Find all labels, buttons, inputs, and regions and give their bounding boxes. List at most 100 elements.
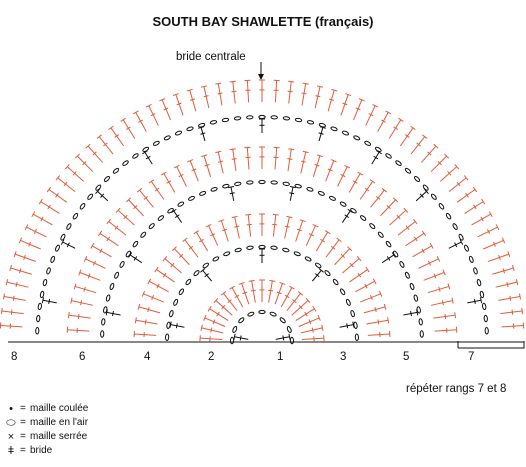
double-crochet-bar xyxy=(250,289,256,292)
double-crochet-top xyxy=(200,268,206,273)
double-crochet-top xyxy=(67,312,70,319)
double-crochet-top xyxy=(436,256,441,262)
diagram-title: SOUTH BAY SHAWLETTE (français) xyxy=(152,14,374,29)
double-crochet-top xyxy=(288,333,291,340)
double-crochet-top xyxy=(85,143,91,149)
double-crochet-bar xyxy=(292,299,297,304)
double-crochet-bar xyxy=(301,92,307,95)
double-crochet-stitch xyxy=(363,306,386,314)
double-crochet-stitch xyxy=(203,86,210,109)
double-crochet-stitch xyxy=(170,324,185,328)
double-crochet-top xyxy=(357,171,364,176)
double-crochet-bar xyxy=(188,245,194,250)
double-crochet-bar xyxy=(352,180,358,184)
chain-stitch xyxy=(395,160,402,166)
double-crochet-stitch xyxy=(200,127,206,142)
row-number-1: 1 xyxy=(277,351,284,363)
double-crochet-bar xyxy=(189,98,196,101)
double-crochet-stitch xyxy=(62,241,76,249)
double-crochet-bar xyxy=(438,286,441,292)
chain-stitch xyxy=(438,203,445,210)
chain-stitch xyxy=(422,184,429,191)
row-number-7: 7 xyxy=(468,351,475,363)
double-crochet-bar xyxy=(175,323,178,329)
double-crochet-bar xyxy=(268,289,274,292)
double-crochet-stitch xyxy=(139,189,154,208)
double-crochet-bar xyxy=(282,335,285,341)
stitch-layer xyxy=(0,79,525,345)
double-crochet-bar xyxy=(234,294,240,298)
double-crochet-bar xyxy=(473,298,476,304)
chain-stitch xyxy=(483,314,488,323)
double-crochet-bar xyxy=(413,236,418,242)
double-crochet-top xyxy=(95,188,100,194)
double-crochet-bar xyxy=(143,195,149,200)
double-crochet-stitch xyxy=(327,90,335,112)
double-crochet-bar xyxy=(308,319,312,325)
chain-icon: ⬭ xyxy=(6,417,16,429)
chain-stitch xyxy=(178,288,185,296)
double-crochet-top xyxy=(447,283,451,290)
double-crochet-bar xyxy=(373,155,379,160)
chain-stitch xyxy=(50,255,56,263)
double-crochet-bar xyxy=(217,92,223,95)
double-crochet-bar xyxy=(456,181,461,187)
double-crochet-stitch xyxy=(234,216,240,239)
double-crochet-top xyxy=(422,134,428,139)
double-crochet-top xyxy=(182,237,188,243)
double-crochet-bar xyxy=(147,307,150,313)
double-crochet-bar xyxy=(304,311,308,317)
chain-stitch xyxy=(210,187,218,192)
double-crochet-top xyxy=(108,125,114,131)
double-crochet-top xyxy=(220,291,227,296)
double-crochet-stitch xyxy=(42,299,57,304)
double-crochet-bar xyxy=(178,253,184,258)
double-crochet-top xyxy=(317,315,321,321)
double-crochet-top xyxy=(286,215,293,219)
chain-stitch xyxy=(234,181,242,187)
double-crochet-stitch xyxy=(163,173,176,193)
legend-item-single-crochet: × = maille serrée xyxy=(2,430,88,444)
double-crochet-bar xyxy=(231,90,237,93)
double-crochet-stitch xyxy=(99,232,119,247)
double-crochet-bar xyxy=(287,158,293,160)
double-crochet-top xyxy=(5,279,9,286)
double-crochet-top xyxy=(312,223,319,228)
double-crochet-top xyxy=(64,164,70,170)
double-crochet-bar xyxy=(55,192,59,198)
double-crochet-bar xyxy=(210,233,216,237)
double-crochet-top xyxy=(148,179,155,184)
double-crochet-stitch xyxy=(15,253,37,262)
chain-stitch xyxy=(385,153,392,159)
double-crochet-bar xyxy=(298,304,303,310)
double-crochet-bar xyxy=(437,161,442,166)
double-crochet-top xyxy=(392,197,399,203)
double-crochet-bar xyxy=(106,236,111,242)
chain-stitch xyxy=(132,240,139,248)
double-crochet-stitch xyxy=(440,166,458,182)
double-crochet-stitch xyxy=(128,199,144,217)
double-crochet-stitch xyxy=(427,285,450,294)
double-crochet-top xyxy=(288,80,295,83)
chain-stitch xyxy=(279,317,286,324)
chain-stitch xyxy=(269,311,277,317)
double-crochet-top xyxy=(169,321,172,328)
double-crochet-bar xyxy=(114,134,120,138)
double-crochet-stitch xyxy=(40,201,60,214)
chain-stitch xyxy=(286,326,292,333)
double-crochet-stitch xyxy=(300,327,323,334)
double-crochet-stitch xyxy=(380,199,396,217)
chain-stitch xyxy=(341,130,350,136)
double-crochet-bar xyxy=(502,268,506,274)
chain-stitch xyxy=(418,318,423,326)
double-crochet-top xyxy=(159,98,166,102)
chain-stitch xyxy=(100,330,105,338)
double-crochet-stitch xyxy=(234,336,249,340)
double-crochet-bar xyxy=(511,309,514,315)
double-crochet-bar xyxy=(427,260,432,266)
double-crochet-bar xyxy=(100,193,105,198)
double-crochet-top xyxy=(321,324,324,331)
double-crochet-bar xyxy=(272,223,278,226)
double-crochet-bar xyxy=(330,245,336,250)
double-crochet-stitch xyxy=(415,191,427,202)
